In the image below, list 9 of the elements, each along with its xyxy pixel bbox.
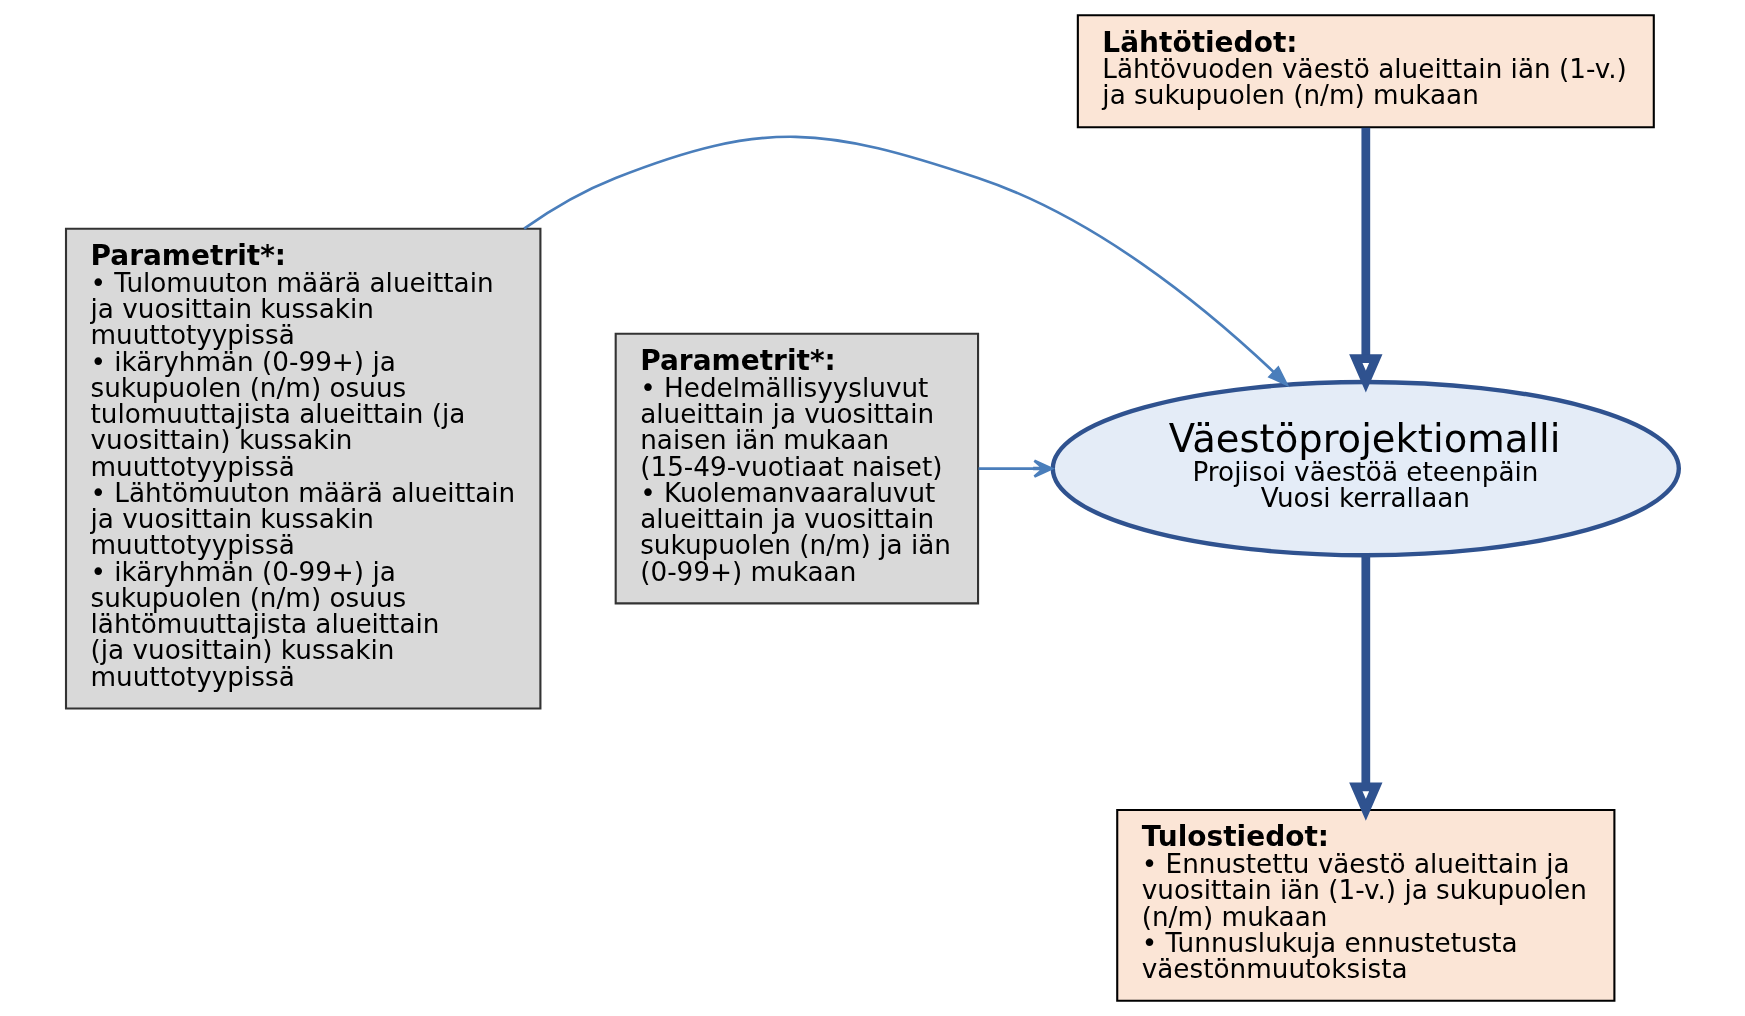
node-box: Parametrit*: • Hedelmällisyysluvut alueittain ja vuosittain naisen iän mukaan (15-49-vuotiaat naiset) • Kuolemanvaaraluvut alueittain ja vuosittain sukupuolen (n/m) ja iän (0-99+) mukaan — [614, 332, 980, 605]
node-box: Lähtötiedot: Lähtövuoden väestö alueittain iän (1-v.) ja sukupuolen (n/m) mukaan — [1076, 14, 1655, 129]
arrow — [978, 459, 1054, 478]
arrow — [523, 135, 1290, 388]
arrow — [1349, 127, 1383, 393]
node-box: Parametrit*: • Tulomuuton määrä alueittain ja vuosittain kussakin muuttotyypissä • ikäryhmän (0-99+) ja sukupuolen (n/m) osuus tulomuuttajista alueittain (ja vuosittain) kussakin muuttotyypissä • Lähtömuuton määrä alueittain ja vuosittain kussakin muuttotyypissä • ikäryhmän (0-99+) ja sukupuolen (n/m) osuus lähtömuuttajista alueittain (ja vuosittain) kussakin muuttotyypissä — [64, 227, 542, 710]
arrow — [1349, 555, 1383, 821]
node-box: Tulostiedot: • Ennustettu väestö alueittain ja vuosittain iän (1-v.) ja sukupuolen (n/m) mukaan • Tunnuslukuja ennustetusta väestönmuutoksista — [1116, 808, 1616, 1002]
node-ellipse: Väestöprojektiomalli Projisoi väestöä eteenpäin Vuosi kerrallaan — [1050, 379, 1681, 558]
